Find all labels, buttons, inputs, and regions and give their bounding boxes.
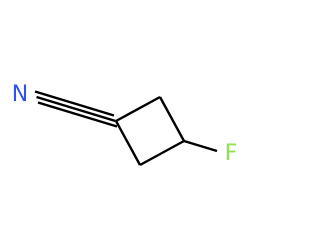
ring-bond-top	[115, 95, 161, 123]
molecule-structure: N F	[12, 82, 238, 167]
triple-bond-line-2	[36, 95, 116, 123]
ring-bond-bottom	[139, 139, 185, 167]
ring-bond-right	[158, 96, 186, 142]
triple-bond-line-1	[34, 90, 115, 117]
nitrogen-atom-label: N	[12, 82, 28, 107]
fluorine-atom-label: F	[225, 141, 238, 166]
carbon-fluorine-bond	[183, 139, 218, 153]
cyclobutane-ring	[114, 95, 186, 167]
ring-bond-left	[114, 120, 142, 166]
triple-bond-line-3	[37, 101, 118, 128]
nitrile-triple-bond	[34, 90, 118, 128]
